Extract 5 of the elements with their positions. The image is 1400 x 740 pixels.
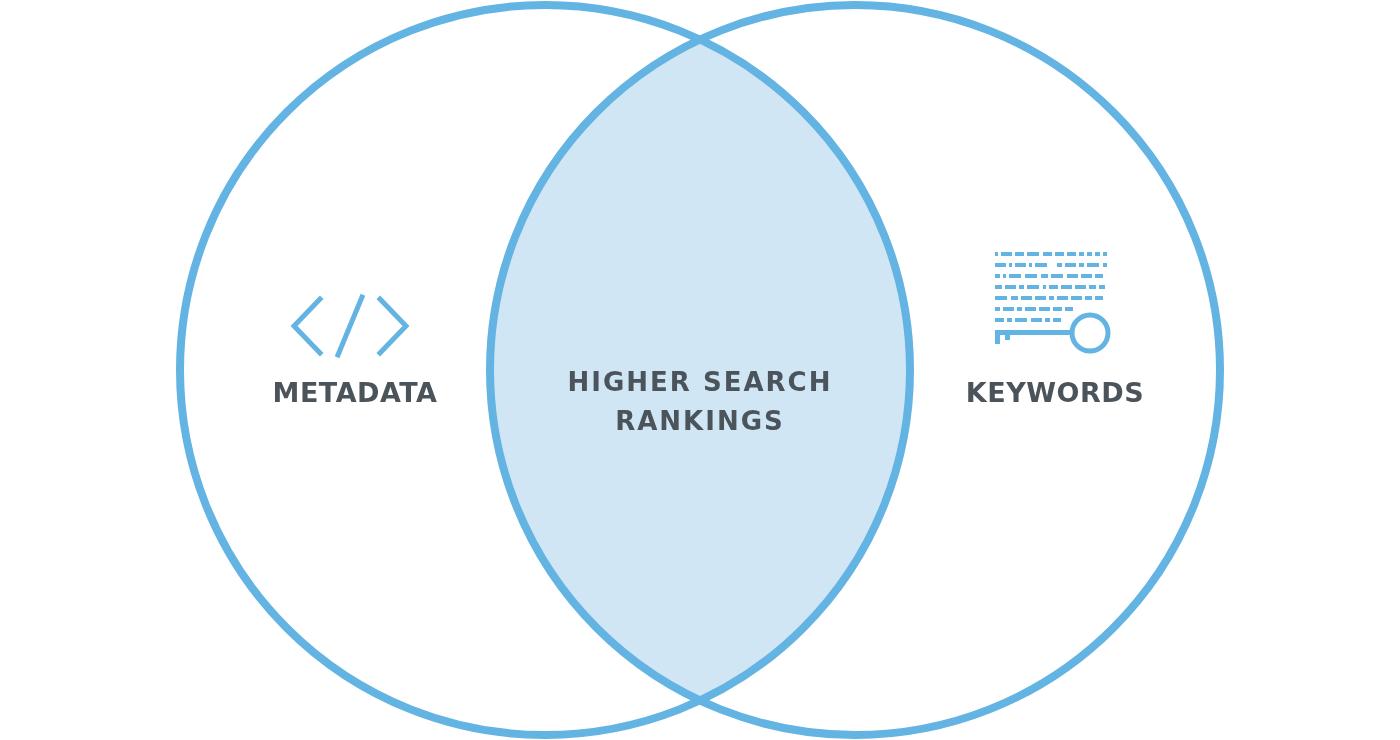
venn-label: HIGHER SEARCH RANKINGS: [566, 365, 834, 438]
venn-circle: [176, 1, 914, 739]
venn-label: KEYWORDS: [964, 376, 1146, 410]
venn-label: METADATA: [271, 376, 439, 410]
venn-circle: [486, 1, 1224, 739]
